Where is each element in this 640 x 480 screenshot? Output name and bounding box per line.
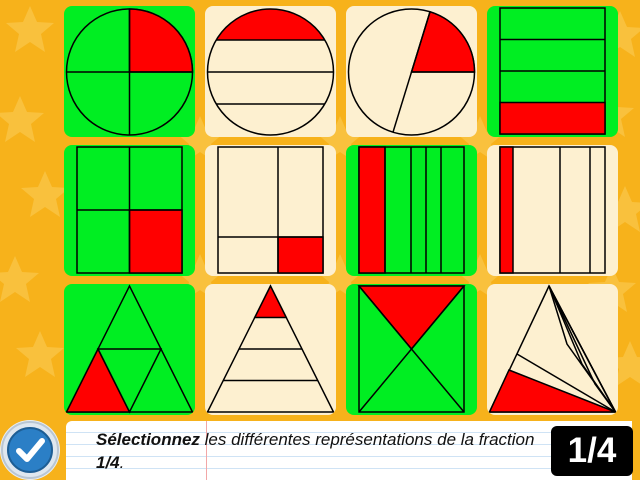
card-circle-quarters[interactable] <box>64 6 195 137</box>
check-icon <box>1 421 59 479</box>
card-rectangle-unequal-columns[interactable] <box>487 145 618 276</box>
card-square-quarters[interactable] <box>64 145 195 276</box>
card-rectangle-four-rows[interactable] <box>487 6 618 137</box>
paper-margin-line <box>206 421 207 480</box>
card-square-diagonal-quarters[interactable] <box>346 284 477 415</box>
instruction-end: . <box>119 453 125 472</box>
card-triangle-fan[interactable] <box>487 284 618 415</box>
card-circle-unequal-sector[interactable] <box>346 6 477 137</box>
instruction-middle: les différentes représentations de la fr… <box>199 430 535 449</box>
card-triangle-horizontal-strips[interactable] <box>205 284 336 415</box>
card-triangle-four-parts[interactable] <box>64 284 195 415</box>
validate-button[interactable] <box>0 420 60 480</box>
card-square-unequal-parts[interactable] <box>205 145 336 276</box>
instruction-panel <box>66 421 632 480</box>
question-counter: 1/4 <box>551 426 633 476</box>
instruction-bold-word: Sélectionnez <box>96 430 200 449</box>
card-circle-horizontal-strips[interactable] <box>205 6 336 137</box>
instruction-fraction: 1/4 <box>96 453 120 472</box>
instruction-text: Sélectionnez les différentes représentat… <box>96 428 556 474</box>
card-rectangle-five-columns[interactable] <box>346 145 477 276</box>
